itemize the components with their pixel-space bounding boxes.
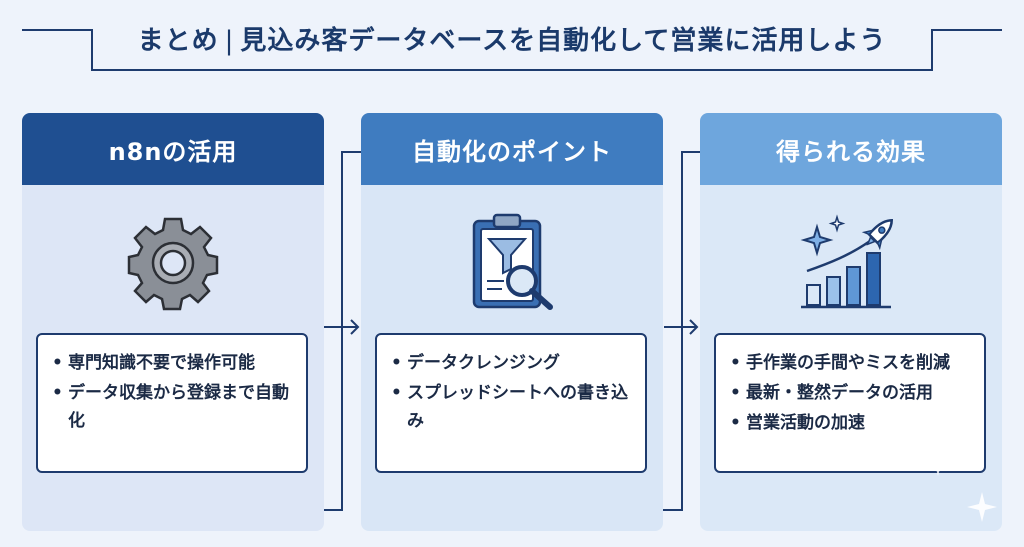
card-header: 自動化のポイント [361, 113, 663, 185]
list-item: データ収集から登録まで自動化 [52, 379, 292, 435]
page-title: まとめ|見込み客データベースを自動化して営業に活用しよう [0, 20, 1024, 57]
feature-list-box: 専門知識不要で操作可能 データ収集から登録まで自動化 [36, 333, 308, 473]
arrow-head-1-2 [350, 319, 360, 335]
growth-chart-rocket-icon [800, 214, 893, 309]
result-list: 手作業の手間やミスを削減 最新・整然データの活用 営業活動の加速 [730, 349, 970, 437]
card-body: 専門知識不要で操作可能 データ収集から登録まで自動化 [22, 185, 324, 531]
title-prefix: まとめ [137, 26, 219, 56]
title-separator: | [224, 26, 235, 56]
point-list: データクレンジング スプレッドシートへの書き込み [391, 349, 631, 435]
clipboard-filter-search-icon [472, 213, 553, 310]
arrow-head-2-3 [689, 319, 699, 335]
sparkle-icon [924, 448, 952, 476]
list-item: 営業活動の加速 [730, 409, 970, 437]
title-banner: まとめ|見込み客データベースを自動化して営業に活用しよう [0, 0, 1024, 80]
card-header: n8nの活用 [22, 113, 324, 185]
list-item: 手作業の手間やミスを削減 [730, 349, 970, 377]
sparkle-decoration [924, 448, 997, 522]
list-item: 専門知識不要で操作可能 [52, 349, 292, 377]
list-item: 最新・整然データの活用 [730, 379, 970, 407]
card-expected-results: 得られる効果 手作業の手間やミスを削減 最新・整然データの活用 営業活動 [700, 113, 1002, 531]
sparkle-icon [967, 492, 997, 522]
card-body: 手作業の手間やミスを削減 最新・整然データの活用 営業活動の加速 [700, 185, 1002, 531]
card-body: データクレンジング スプレッドシートへの書き込み [361, 185, 663, 531]
card-header: 得られる効果 [700, 113, 1002, 185]
list-item: データクレンジング [391, 349, 631, 377]
point-list-box: データクレンジング スプレッドシートへの書き込み [375, 333, 647, 473]
title-main: 見込み客データベースを自動化して営業に活用しよう [240, 26, 887, 56]
result-list-box: 手作業の手間やミスを削減 最新・整然データの活用 営業活動の加速 [714, 333, 986, 473]
card-n8n-usage: n8nの活用 専門知識不要で操作可能 データ収集から登録まで自動化 [22, 113, 324, 531]
list-item: スプレッドシートへの書き込み [391, 379, 631, 435]
card-automation-points: 自動化のポイント データクレンジング スプレッドシートへの書き込み [361, 113, 663, 531]
feature-list: 専門知識不要で操作可能 データ収集から登録まで自動化 [52, 349, 292, 435]
title-frame [22, 29, 1002, 71]
gear-icon [127, 217, 219, 311]
